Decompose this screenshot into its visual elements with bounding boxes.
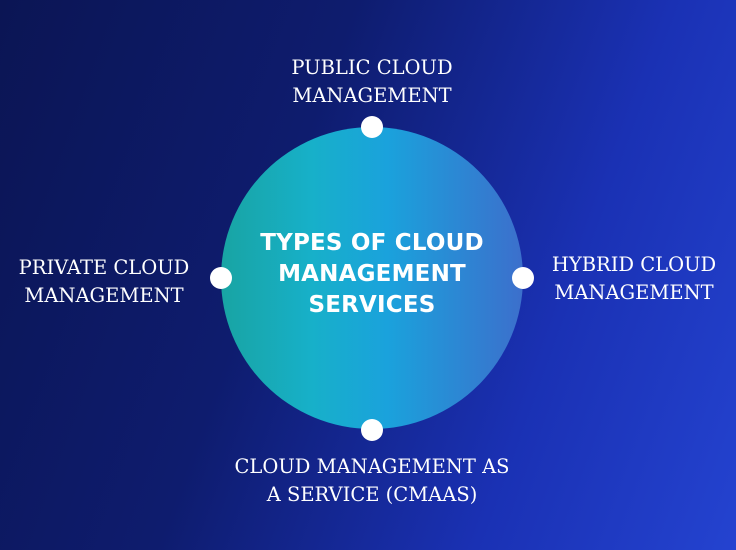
left-node-label-line-1: PRIVATE CLOUD <box>18 256 190 279</box>
center-circle <box>221 127 523 429</box>
right-node-dot <box>512 267 534 289</box>
top-node-dot <box>361 116 383 138</box>
right-node-label-line-2: MANAGEMENT <box>554 281 714 304</box>
bottom-node-label-line-1: CLOUD MANAGEMENT AS <box>234 455 510 478</box>
right-node-label: HYBRID CLOUD MANAGEMENT <box>536 251 732 307</box>
right-node-label-line-1: HYBRID CLOUD <box>551 253 717 276</box>
top-node-label: PUBLIC CLOUD MANAGEMENT <box>262 54 482 110</box>
left-node-label: PRIVATE CLOUD MANAGEMENT <box>4 254 204 310</box>
left-node-label-line-2: MANAGEMENT <box>24 284 184 307</box>
center-title: TYPES OF CLOUD MANAGEMENT SERVICES <box>241 228 503 321</box>
center-title-line-2: MANAGEMENT <box>278 261 466 287</box>
top-node-label-line-1: PUBLIC CLOUD <box>291 56 453 79</box>
bottom-node-dot <box>361 419 383 441</box>
left-node-dot <box>210 267 232 289</box>
bottom-node-label-line-2: A SERVICE (CMAAS) <box>266 483 478 506</box>
bottom-node-label: CLOUD MANAGEMENT AS A SERVICE (CMAAS) <box>202 453 542 509</box>
center-title-line-3: SERVICES <box>308 292 436 318</box>
center-title-line-1: TYPES OF CLOUD <box>260 230 484 256</box>
top-node-label-line-2: MANAGEMENT <box>292 84 452 107</box>
